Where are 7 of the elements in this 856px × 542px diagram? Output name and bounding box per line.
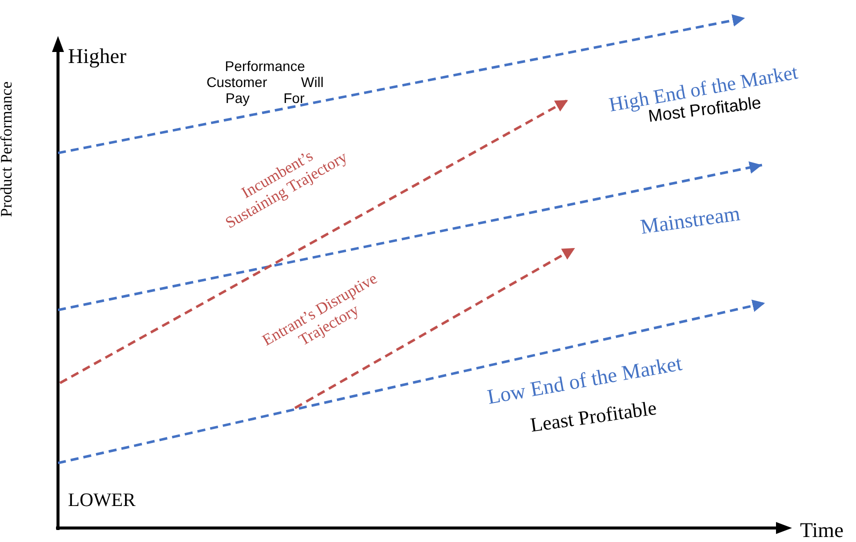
axis-label: Higher [68,44,126,68]
axis-label: LOWER [68,490,136,512]
curve-label: Performance Customer Will Pay For [205,58,325,106]
segment-note: Least Profitable [529,397,658,438]
segment-label: Mainstream [638,201,742,239]
axis-label: Product Performance [0,81,17,217]
axis-label: Time [800,518,844,542]
